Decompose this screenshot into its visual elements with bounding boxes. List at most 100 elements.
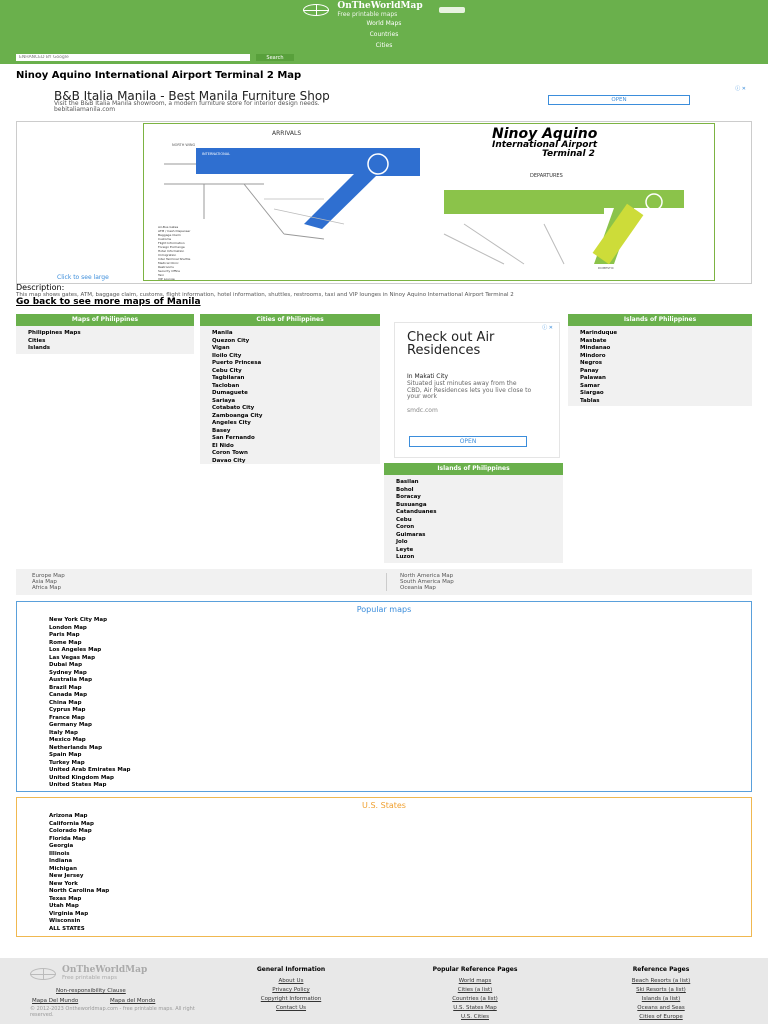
search-input[interactable]: [16, 54, 250, 61]
list-item[interactable]: Rome Map: [49, 639, 82, 646]
list-item[interactable]: Philippines Maps: [28, 330, 81, 336]
list-item[interactable]: New York City Map: [49, 617, 108, 623]
list-item[interactable]: Cyprus Map: [49, 707, 86, 713]
list-item[interactable]: ALL STATES: [49, 925, 85, 932]
list-item[interactable]: China Map: [49, 699, 82, 706]
list-item[interactable]: Sydney Map: [49, 669, 87, 676]
list-item[interactable]: Australia Map: [49, 677, 93, 683]
language-selector[interactable]: [438, 7, 465, 13]
footer-link[interactable]: Contact Us: [275, 1005, 307, 1011]
list-item[interactable]: Arizona Map: [49, 813, 88, 819]
list-item[interactable]: United Kingdom Map: [49, 774, 114, 781]
mapa-del-mondo-link[interactable]: Mapa del Mondo: [110, 998, 156, 1004]
mapa-del-mundo-link[interactable]: Mapa Del Mundo: [32, 998, 79, 1004]
list-item[interactable]: Mexico Map: [49, 737, 86, 743]
list-item[interactable]: Netherlands Map: [49, 744, 103, 751]
list-item[interactable]: United States Map: [49, 782, 107, 788]
nav-world-maps[interactable]: World Maps: [366, 20, 402, 27]
list-item[interactable]: Tablas: [580, 397, 600, 404]
list-item[interactable]: Cebu: [396, 516, 412, 523]
list-item[interactable]: Texas Map: [49, 895, 82, 902]
list-item[interactable]: France Map: [49, 714, 85, 721]
footer-link[interactable]: Countries (a list): [452, 996, 498, 1002]
list-item[interactable]: Panay: [580, 367, 599, 374]
list-item[interactable]: Zamboanga City: [212, 412, 263, 419]
footer-logo[interactable]: OnTheWorldMap Free printable maps: [30, 966, 147, 981]
list-item[interactable]: Marinduque: [580, 330, 618, 336]
nav-cities[interactable]: Cities: [375, 42, 393, 49]
list-item[interactable]: Turkey Map: [49, 759, 85, 766]
non-responsibility-link[interactable]: Non-responsibility Clause: [56, 988, 126, 994]
list-item[interactable]: Busuanga: [396, 501, 427, 508]
list-item[interactable]: Wisconsin: [49, 918, 81, 924]
list-item[interactable]: Paris Map: [49, 632, 80, 638]
list-item[interactable]: Canada Map: [49, 692, 88, 698]
footer-link[interactable]: Cities of Europe: [639, 1014, 683, 1020]
list-item[interactable]: Mindoro: [580, 352, 606, 359]
footer-link[interactable]: U.S. Cities: [460, 1014, 490, 1020]
continent-link[interactable]: Europe Map: [32, 573, 65, 579]
list-item[interactable]: Basey: [212, 427, 231, 434]
footer-link[interactable]: Beach Resorts (a list): [631, 978, 691, 984]
list-item[interactable]: United Arab Emirates Map: [49, 767, 131, 773]
footer-link[interactable]: Ski Resorts (a list): [636, 987, 686, 993]
click-to-see-large-link[interactable]: Click to see large: [57, 274, 109, 281]
terminal-map-image[interactable]: ARRIVALS NORTH WING INTERNATIONAL Air-Bu…: [143, 123, 715, 281]
list-item[interactable]: Cotabato City: [212, 405, 255, 411]
list-item[interactable]: Davao City: [212, 457, 246, 464]
list-item[interactable]: Palawan: [580, 375, 606, 381]
list-item[interactable]: Tacloban: [212, 382, 240, 389]
list-item[interactable]: Coron Town: [212, 450, 248, 456]
ad-title[interactable]: B&B Italia Manila - Best Manila Furnitur…: [54, 89, 330, 103]
list-item[interactable]: Cities: [28, 337, 46, 344]
footer-link[interactable]: Privacy Policy: [272, 987, 310, 993]
footer-link[interactable]: U.S. States Map: [453, 1005, 497, 1011]
ad-headline[interactable]: Check out Air Residences: [407, 330, 495, 358]
list-item[interactable]: Dumaguete: [212, 390, 248, 396]
footer-link[interactable]: Cities (a list): [457, 987, 493, 993]
list-item[interactable]: Las Vegas Map: [49, 654, 96, 661]
list-item[interactable]: Catanduanes: [396, 509, 437, 515]
list-item[interactable]: Utah Map: [49, 903, 79, 909]
continent-link[interactable]: Oceania Map: [400, 585, 436, 591]
list-item[interactable]: Indiana: [49, 858, 73, 864]
list-item[interactable]: Germany Map: [49, 722, 92, 728]
list-item[interactable]: Luzon: [396, 554, 415, 560]
list-item[interactable]: Iloilo City: [212, 352, 242, 359]
list-item[interactable]: Siargao: [580, 390, 604, 396]
list-item[interactable]: New Jersey: [49, 873, 84, 879]
list-item[interactable]: El Nido: [212, 442, 234, 449]
list-item[interactable]: Manila: [212, 330, 233, 336]
middle-advertisement[interactable]: ⓘ ✕ Check out Air Residences In Makati C…: [394, 322, 560, 458]
list-item[interactable]: Cebu City: [212, 367, 242, 374]
list-item[interactable]: Samar: [580, 382, 600, 389]
list-item[interactable]: Boracay: [396, 494, 421, 500]
continent-link[interactable]: South America Map: [400, 579, 454, 585]
list-item[interactable]: London Map: [49, 624, 87, 631]
adchoices-icon[interactable]: ⓘ ✕: [542, 325, 553, 331]
list-item[interactable]: Florida Map: [49, 835, 86, 842]
list-item[interactable]: Leyte: [396, 546, 414, 553]
list-item[interactable]: California Map: [49, 820, 94, 827]
list-item[interactable]: Dubai Map: [49, 662, 83, 668]
list-item[interactable]: Coron: [396, 524, 415, 530]
footer-link[interactable]: World maps: [458, 978, 492, 984]
list-item[interactable]: Colorado Map: [49, 828, 92, 834]
nav-countries[interactable]: Countries: [369, 31, 399, 38]
list-item[interactable]: Islands: [28, 345, 51, 351]
list-item[interactable]: Sariaya: [212, 397, 236, 404]
list-item[interactable]: Michigan: [49, 865, 77, 872]
list-item[interactable]: Jolo: [396, 539, 408, 545]
list-item[interactable]: San Fernando: [212, 435, 255, 441]
adchoices-icon[interactable]: ⓘ ✕: [735, 86, 746, 92]
go-back-link[interactable]: Go back to see more maps of Manila: [16, 297, 201, 307]
continent-link[interactable]: North America Map: [400, 573, 454, 579]
list-item[interactable]: Italy Map: [49, 729, 78, 736]
footer-link[interactable]: Copyright Information: [260, 996, 322, 1002]
footer-link[interactable]: Oceans and Seas: [637, 1005, 685, 1011]
footer-link[interactable]: Islands (a list): [641, 996, 681, 1002]
continent-link[interactable]: Asia Map: [32, 579, 57, 585]
list-item[interactable]: Masbate: [580, 337, 607, 344]
ad-open-button[interactable]: OPEN: [548, 95, 690, 105]
list-item[interactable]: Angeles City: [212, 420, 251, 426]
